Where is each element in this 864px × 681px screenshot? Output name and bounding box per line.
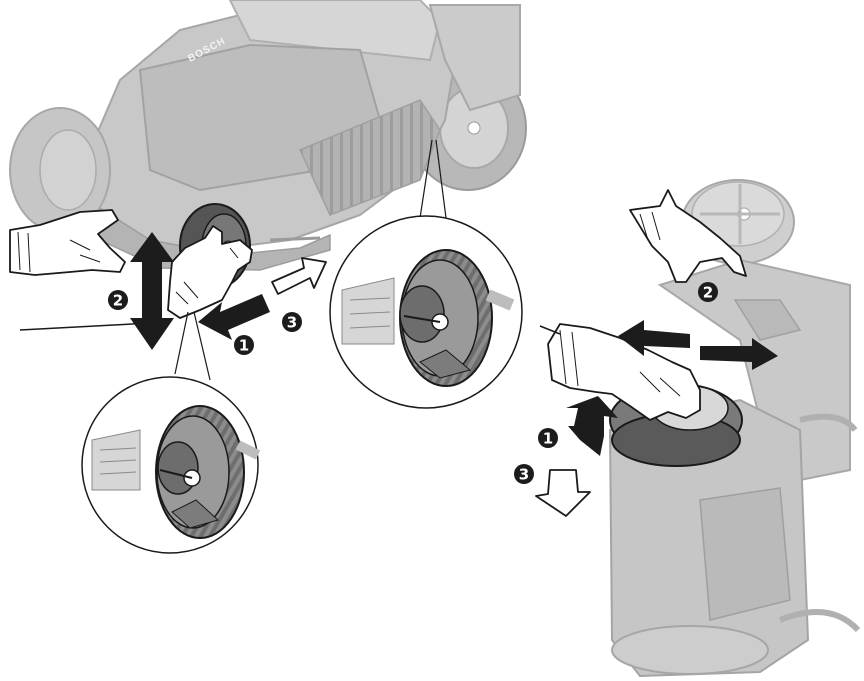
step-badge-1-left: 1 (234, 335, 254, 355)
step-badge-1-right: 1 (538, 428, 558, 448)
step-badge-2-left: 2 (108, 290, 128, 310)
step-1-label-left: 1 (239, 337, 249, 355)
step-3-label-left: 3 (287, 314, 297, 332)
step-2-label-left: 2 (113, 292, 123, 310)
step-badge-2-right: 2 (698, 282, 718, 302)
detail-circle-wheel-closeup (82, 312, 258, 553)
step-badge-3-right: 3 (514, 464, 534, 484)
step-3-label-right: 3 (519, 466, 529, 484)
step-badge-3-left: 3 (282, 312, 302, 332)
step-1-label-right: 1 (543, 430, 553, 448)
step-2-label-right: 2 (703, 284, 713, 302)
down-arrow-outline-icon (536, 470, 590, 516)
